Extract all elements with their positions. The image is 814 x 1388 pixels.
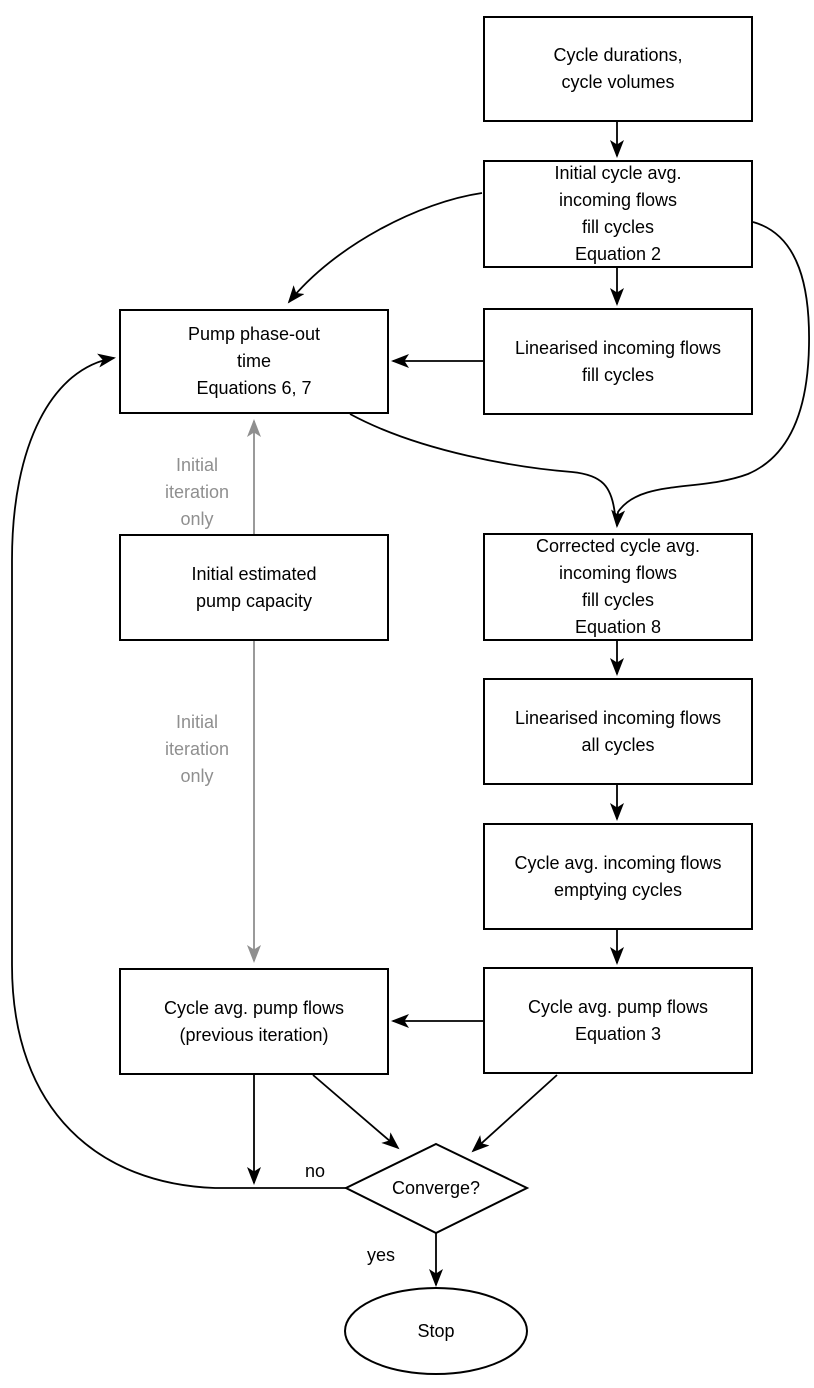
annotation-line: only <box>180 509 214 529</box>
node-line: Equation 3 <box>574 1023 662 1044</box>
annotation-initial-iteration-bottom: Initial iteration only <box>137 709 257 790</box>
node-initial-cycle-avg: Initial cycle avg. incoming flows fill c… <box>483 160 753 268</box>
node-line: incoming flows <box>558 563 678 583</box>
node-line: (previous iteration) <box>179 1024 329 1045</box>
node-converge-label: Converge? <box>391 1178 481 1198</box>
node-line: Equations 6, 7 <box>196 378 312 398</box>
node-pump-phase-out: Pump phase-out time Equations 6, 7 <box>119 309 389 414</box>
node-line: incoming flows <box>558 190 678 210</box>
edge-label-no: no <box>304 1161 326 1181</box>
node-line: Linearised incoming flows <box>514 707 722 728</box>
arrow-prev-iteration-to-converge <box>312 1074 400 1150</box>
node-line: Equation 8 <box>574 617 662 637</box>
node-line: fill cycles <box>581 364 654 385</box>
stop-ellipse <box>344 1287 528 1375</box>
curve-initial-to-pump-phase-out <box>287 192 483 304</box>
node-line: Initial cycle avg. <box>554 163 682 183</box>
node-line: Linearised incoming flows <box>514 337 722 358</box>
node-line: Cycle avg. incoming flows <box>514 852 722 873</box>
node-line: Cycle avg. pump flows <box>163 997 345 1018</box>
arrow-eq3-to-converge <box>471 1074 558 1153</box>
annotation-line: Initial <box>175 455 219 475</box>
node-corrected-cycle-avg: Corrected cycle avg. incoming flows fill… <box>483 533 753 641</box>
annotation-line: iteration <box>164 739 230 759</box>
node-line: Cycle avg. pump flows <box>527 996 709 1017</box>
node-line: Cycle durations, <box>553 45 683 65</box>
curve-pump-phase-out-to-corrected <box>349 413 616 516</box>
annotation-initial-iteration-top: Initial iteration only <box>137 452 257 533</box>
node-line: Corrected cycle avg. <box>535 536 701 556</box>
node-initial-estimated-capacity: Initial estimated pump capacity <box>119 534 389 641</box>
edge-label-yes: yes <box>366 1245 395 1265</box>
node-linearised-all: Linearised incoming flows all cycles <box>483 678 753 785</box>
converge-diamond <box>343 1142 530 1235</box>
node-emptying-cycles: Cycle avg. incoming flows emptying cycle… <box>483 823 753 930</box>
node-line: fill cycles <box>581 590 654 610</box>
node-line: Equation 2 <box>574 244 662 264</box>
node-line: Pump phase-out <box>187 324 321 344</box>
node-pump-flows-eq3: Cycle avg. pump flows Equation 3 <box>483 967 753 1074</box>
annotation-line: Initial <box>175 712 219 732</box>
node-line: cycle volumes <box>561 72 675 92</box>
node-pump-flows-prev: Cycle avg. pump flows (previous iteratio… <box>119 968 389 1075</box>
curve-initial-right-to-corrected <box>611 221 810 528</box>
node-line: time <box>236 351 271 371</box>
node-stop-label: Stop <box>417 1321 455 1341</box>
node-line: Initial estimated <box>191 563 317 584</box>
node-linearised-fill: Linearised incoming flows fill cycles <box>483 308 753 415</box>
annotation-line: only <box>180 766 214 786</box>
curve-no-loop-to-pump-phase-out <box>11 353 347 1189</box>
node-line: all cycles <box>581 734 655 755</box>
node-line: pump capacity <box>195 590 313 611</box>
annotation-line: iteration <box>164 482 230 502</box>
node-line: emptying cycles <box>553 879 683 900</box>
node-cycle-durations: Cycle durations, cycle volumes <box>483 16 753 122</box>
node-line: fill cycles <box>581 217 654 237</box>
